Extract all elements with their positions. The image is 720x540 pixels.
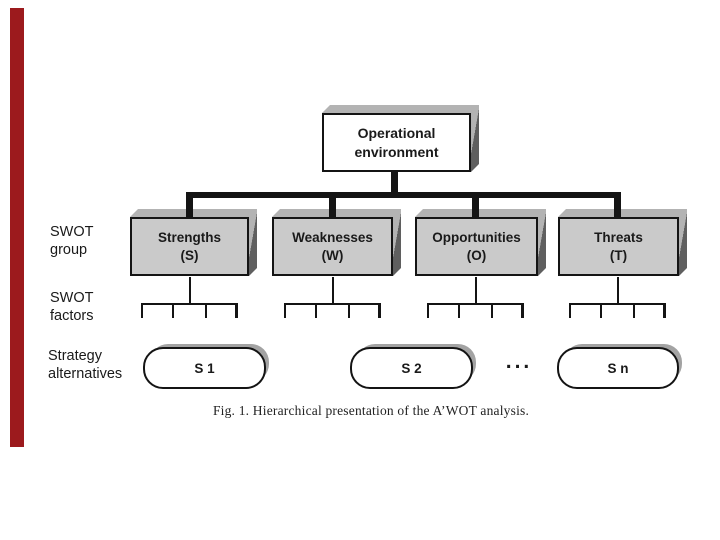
- factor-rail: [427, 303, 524, 305]
- connector-trunk: [391, 170, 398, 196]
- factor-rail: [284, 303, 381, 305]
- factor-tick: [378, 303, 381, 318]
- factor-tick: [490, 303, 493, 318]
- connector-stub-weaknesses: [329, 196, 336, 218]
- strategy-box-s2: S 2: [350, 347, 473, 389]
- threats-box: Threats (T): [558, 217, 679, 276]
- factor-rail: [569, 303, 666, 305]
- factor-tick: [315, 303, 318, 318]
- strengths-box: Strengths (S): [130, 217, 249, 276]
- factor-tick: [458, 303, 461, 318]
- factor-tick: [632, 303, 635, 318]
- weaknesses-box: Weaknesses (W): [272, 217, 393, 276]
- connector-stub-threats: [614, 196, 621, 218]
- factor-tick: [427, 303, 429, 318]
- strategy-ellipsis: ...: [505, 350, 533, 373]
- row-label-swot-factors: SWOT factors: [50, 290, 94, 324]
- figure-caption: Fig. 1. Hierarchical presentation of the…: [212, 403, 530, 418]
- factor-tick: [141, 303, 143, 318]
- factor-tick: [172, 303, 175, 318]
- factor-tree-weaknesses: [284, 277, 381, 318]
- factor-tick: [235, 303, 238, 318]
- row-label-swot-group: SWOT group: [50, 224, 94, 258]
- factor-tick: [663, 303, 666, 318]
- factor-rail: [141, 303, 238, 305]
- factor-tick: [204, 303, 207, 318]
- factor-stem: [331, 277, 334, 304]
- factor-stem: [474, 277, 477, 304]
- factor-tick: [284, 303, 286, 318]
- row-label-strategy-alternatives: Strategy alternatives: [48, 348, 123, 382]
- factor-tree-strengths: [141, 277, 238, 318]
- factor-tree-opportunities: [427, 277, 524, 318]
- factor-tick: [521, 303, 524, 318]
- left-accent-bar: [10, 8, 24, 447]
- factor-tick: [600, 303, 603, 318]
- strategy-box-sn: S n: [557, 347, 679, 389]
- strategy-box-s1: S 1: [143, 347, 266, 389]
- operational-environment-box: Operational environment: [322, 113, 471, 172]
- factor-tick: [569, 303, 571, 318]
- connector-horizontal-bar: [186, 192, 621, 198]
- connector-stub-opportunities: [472, 196, 479, 218]
- connector-stub-strengths: [186, 196, 193, 218]
- factor-tree-threats: [569, 277, 666, 318]
- factor-stem: [188, 277, 191, 304]
- factor-tick: [347, 303, 350, 318]
- opportunities-box: Opportunities (O): [415, 217, 538, 276]
- factor-stem: [616, 277, 619, 304]
